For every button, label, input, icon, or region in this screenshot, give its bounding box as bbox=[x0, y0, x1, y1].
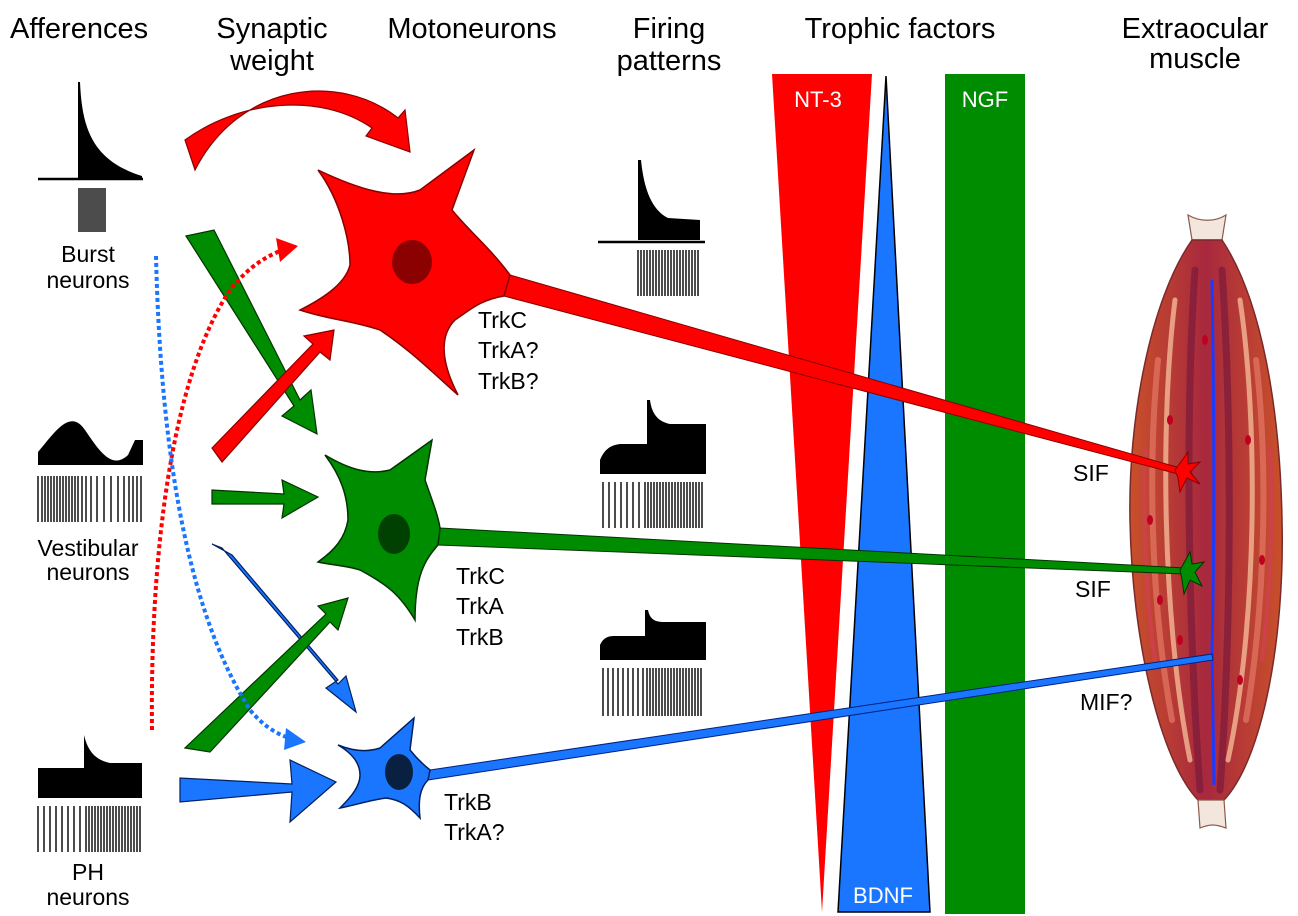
dashed-projections bbox=[149, 238, 306, 750]
fiber-type-red: SIF bbox=[1073, 460, 1109, 486]
burst-label-line2: neurons bbox=[46, 267, 129, 293]
header-extraocular-muscle-line2: muscle bbox=[1149, 43, 1241, 75]
endplates bbox=[1174, 450, 1206, 596]
blue-receptor-2: TrkA? bbox=[444, 819, 505, 845]
bdnf-label: BDNF bbox=[853, 883, 913, 908]
nt3-gradient-wedge bbox=[772, 74, 872, 912]
red-receptor-1: TrkC bbox=[478, 307, 527, 333]
blue-arrow-vestibular bbox=[211, 543, 358, 714]
extraocular-muscle bbox=[1129, 213, 1284, 829]
vestibular-waveform bbox=[38, 421, 143, 465]
vestibular-spike-train bbox=[37, 476, 142, 522]
nt3-label: NT-3 bbox=[794, 87, 842, 112]
green-arrow-ph bbox=[183, 597, 349, 753]
blue-motoneuron-soma bbox=[337, 716, 431, 821]
motoneuron-red bbox=[298, 147, 511, 396]
motoneuron-blue bbox=[337, 716, 431, 821]
header-synaptic-weight-line2: weight bbox=[229, 45, 314, 77]
fiber-type-blue: MIF? bbox=[1080, 689, 1132, 715]
mif-nerve-on-muscle bbox=[1210, 279, 1216, 786]
ph-neuron-trace: PH neurons bbox=[37, 735, 142, 910]
firing-pattern-red bbox=[598, 160, 705, 296]
fiber-type-labels: SIF SIF MIF? bbox=[1073, 460, 1132, 715]
firing-red-waveform bbox=[638, 160, 700, 240]
burst-label-line1: Burst bbox=[61, 241, 115, 267]
vestibular-label-line2: neurons bbox=[46, 559, 129, 585]
header-extraocular-muscle-line1: Extraocular bbox=[1122, 13, 1269, 45]
blue-receptor-1: TrkB bbox=[444, 789, 492, 815]
red-receptor-3: TrkB? bbox=[478, 368, 539, 394]
blue-dashed-projection bbox=[154, 255, 297, 742]
muscle-tendon-top bbox=[1187, 213, 1227, 241]
red-arrow-vestibular bbox=[211, 329, 335, 463]
fiber-type-green: SIF bbox=[1075, 576, 1111, 602]
motoneuron-green bbox=[316, 438, 441, 623]
green-motoneuron-nucleus bbox=[378, 514, 410, 554]
firing-pattern-green bbox=[600, 400, 706, 528]
firing-red-spike-train bbox=[637, 250, 699, 296]
receptor-labels: TrkC TrkA? TrkB? TrkC TrkA TrkB TrkB Trk… bbox=[444, 307, 539, 845]
firing-green-spike-train bbox=[602, 482, 703, 528]
ph-label-line1: PH bbox=[72, 859, 104, 885]
green-arrow-burst bbox=[185, 229, 318, 436]
vestibular-label-line1: Vestibular bbox=[37, 535, 138, 561]
header-motoneurons: Motoneurons bbox=[387, 13, 556, 45]
green-receptor-1: TrkC bbox=[456, 563, 505, 589]
red-dashed-projection bbox=[149, 246, 289, 731]
firing-blue-waveform bbox=[600, 610, 706, 660]
header-synaptic-weight-line1: Synaptic bbox=[216, 13, 327, 45]
synaptic-arrows bbox=[179, 90, 411, 824]
blue-arrow-ph bbox=[179, 759, 338, 824]
column-headers: Afferences Synaptic weight Motoneurons F… bbox=[10, 13, 1269, 77]
header-afferences: Afferences bbox=[10, 13, 148, 45]
red-motoneuron-nucleus bbox=[392, 240, 432, 284]
firing-green-waveform bbox=[600, 400, 706, 474]
muscle-tendon-bottom bbox=[1197, 799, 1227, 829]
red-dashed-arrowhead bbox=[276, 238, 298, 262]
burst-waveform bbox=[78, 82, 142, 178]
red-receptor-2: TrkA? bbox=[478, 337, 539, 363]
header-trophic-factors: Trophic factors bbox=[805, 13, 996, 45]
header-firing-patterns-line2: patterns bbox=[617, 45, 722, 77]
trophic-factors: NT-3 BDNF NGF bbox=[772, 74, 1025, 914]
muscle-nuclei bbox=[1147, 335, 1265, 685]
burst-spike-train bbox=[78, 188, 106, 232]
red-curved-arrow-burst bbox=[184, 90, 411, 172]
green-arrow-vestibular bbox=[211, 478, 320, 520]
ph-waveform bbox=[38, 735, 142, 798]
blue-dashed-arrowhead bbox=[284, 728, 306, 750]
muscle-fiber-stripes bbox=[1142, 266, 1274, 794]
vestibular-neuron-trace: Vestibular neurons bbox=[37, 421, 143, 585]
green-receptor-2: TrkA bbox=[456, 593, 504, 619]
firing-pattern-blue bbox=[600, 610, 706, 716]
ph-label-line2: neurons bbox=[46, 884, 129, 910]
ngf-bar bbox=[945, 74, 1025, 914]
firing-blue-spike-train bbox=[602, 668, 702, 716]
ngf-label: NGF bbox=[962, 87, 1008, 112]
green-endplate bbox=[1179, 550, 1206, 596]
burst-neuron-trace: Burst neurons bbox=[38, 82, 143, 293]
green-receptor-3: TrkB bbox=[456, 624, 504, 650]
header-firing-patterns-line1: Firing bbox=[633, 13, 706, 45]
blue-motoneuron-nucleus bbox=[385, 754, 413, 790]
ph-spike-train bbox=[37, 806, 141, 852]
red-endplate bbox=[1174, 450, 1202, 494]
